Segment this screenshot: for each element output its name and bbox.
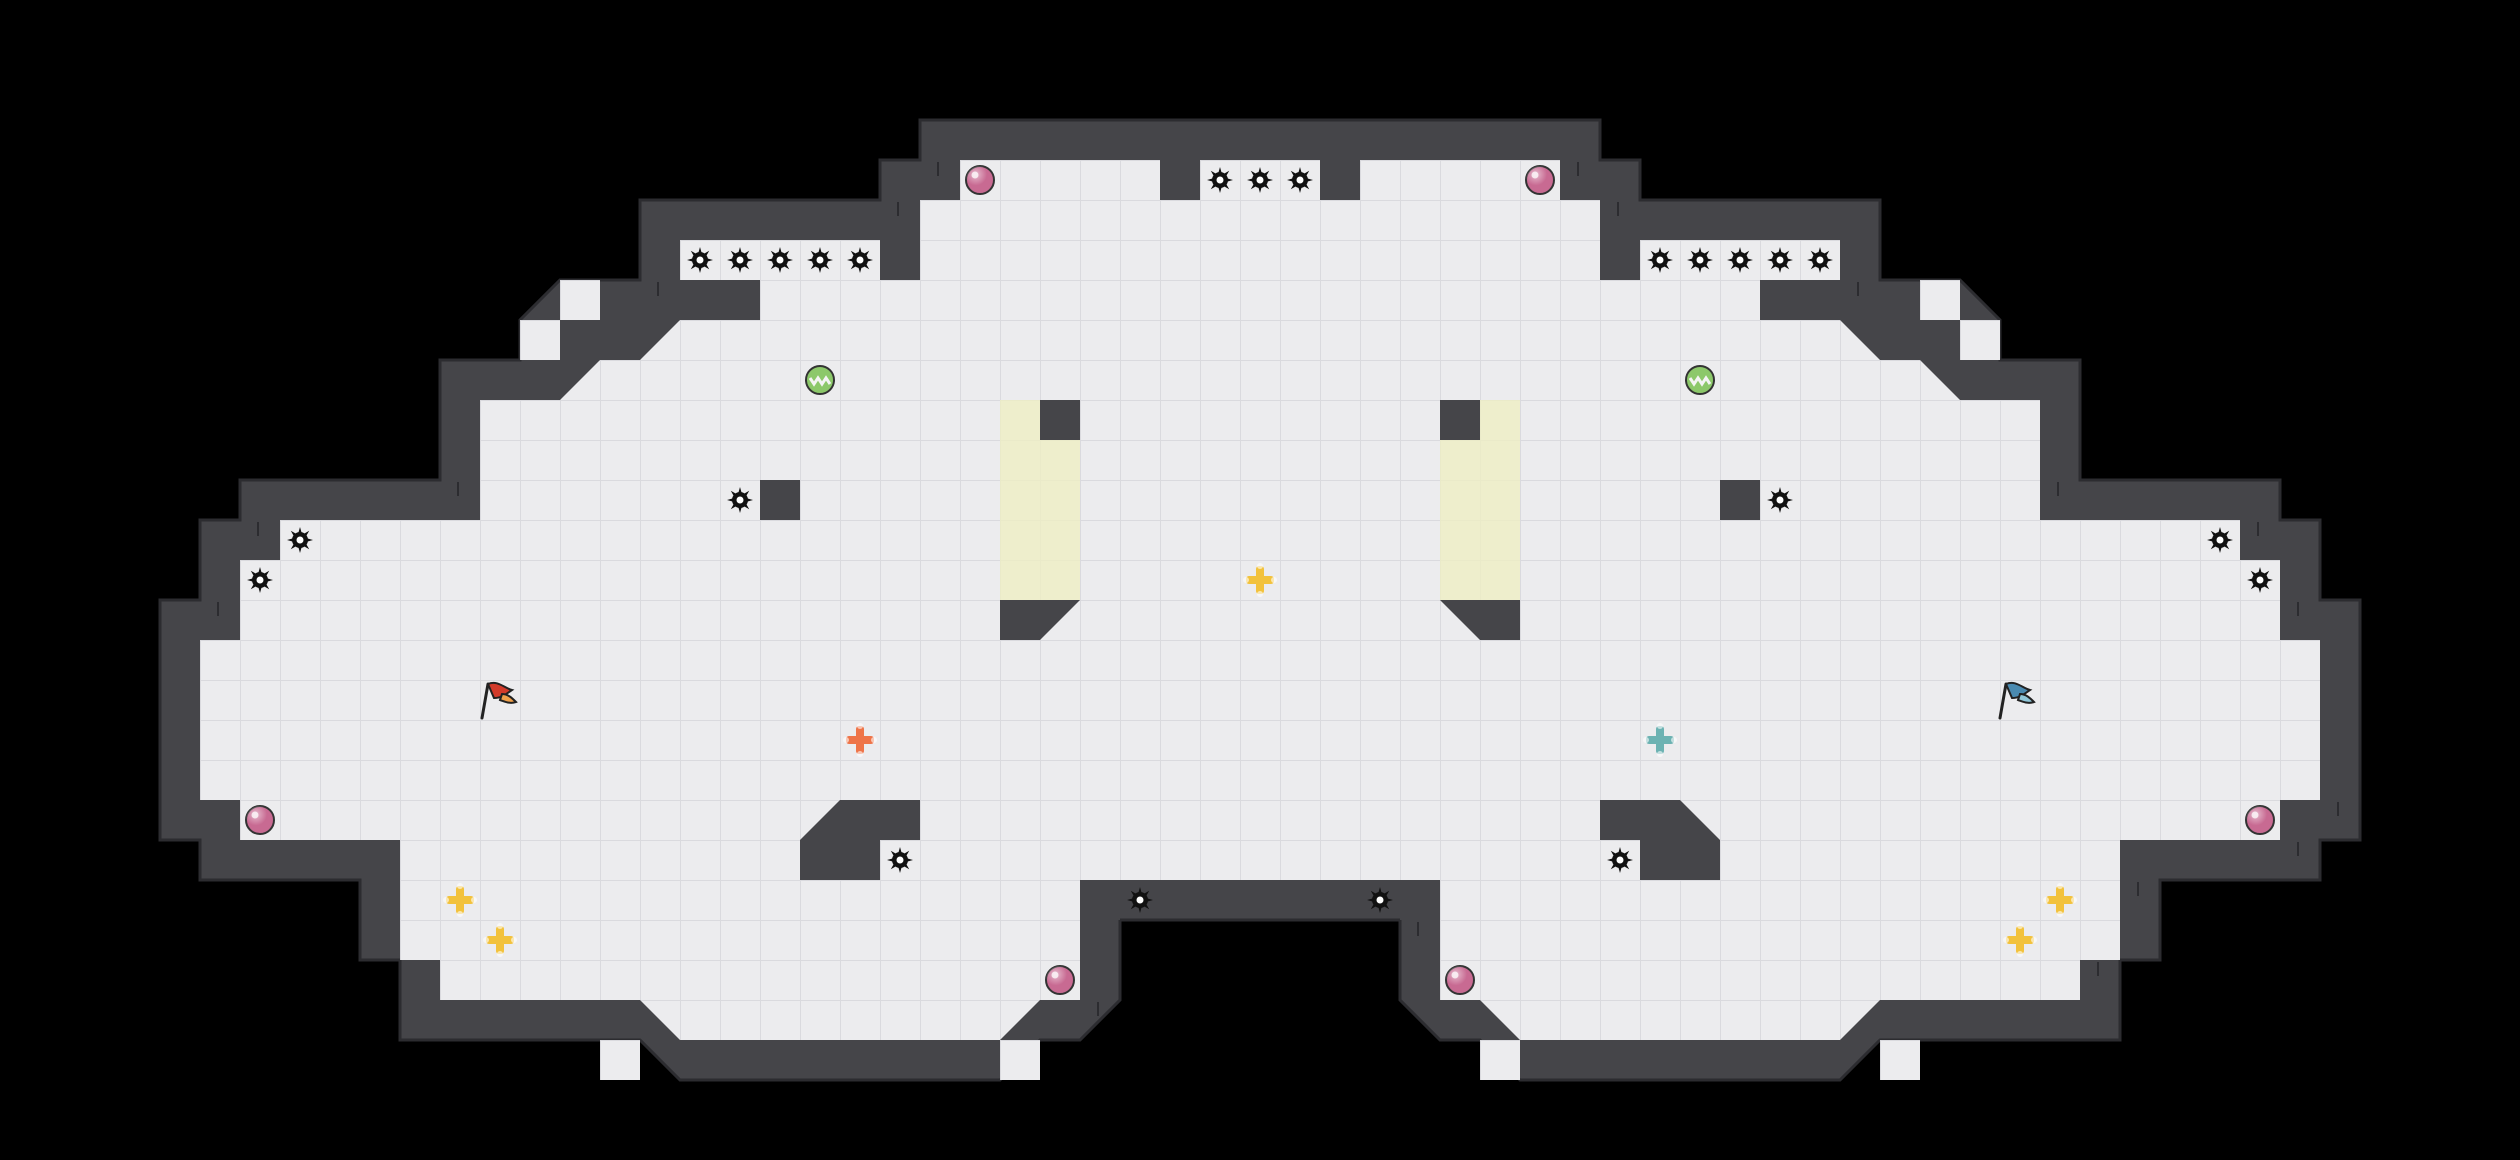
- pink-orb-icon[interactable]: [965, 165, 995, 195]
- wall-alcoves: [240, 160, 2280, 600]
- spike-mine-icon: [2207, 527, 2233, 553]
- arena-floor-notch: [1920, 280, 1960, 320]
- yellow-plus-icon[interactable]: [2003, 923, 2037, 957]
- spike-mine-icon: [727, 487, 753, 513]
- arena-floor-notch: [560, 280, 600, 320]
- yellow-plus-icon[interactable]: [483, 923, 517, 957]
- spike-mine-icon: [1367, 887, 1393, 913]
- arena-floor-notch: [600, 1040, 640, 1080]
- pink-orb-icon[interactable]: [1445, 965, 1475, 995]
- highlight-zones: [1000, 400, 1520, 600]
- wall-edges: [217, 162, 2339, 1016]
- spike-mine-icon: [887, 847, 913, 873]
- spike-mine-icon: [807, 247, 833, 273]
- green-orb-icon[interactable]: [805, 365, 835, 395]
- pink-orb-icon[interactable]: [245, 805, 275, 835]
- mines-layer: [247, 167, 2273, 913]
- spike-mine-icon: [727, 247, 753, 273]
- spike-mine-icon: [1767, 487, 1793, 513]
- spike-mine-icon: [1247, 167, 1273, 193]
- orange-plus-icon[interactable]: [843, 723, 877, 757]
- spike-mine-icon: [687, 247, 713, 273]
- ramp-block: [1400, 880, 1440, 920]
- spike-mine-icon: [1687, 247, 1713, 273]
- spike-mine-icon: [247, 567, 273, 593]
- inner-obstacles: [760, 400, 1760, 920]
- blue-flag-icon: [1998, 681, 2036, 720]
- arena-floor: [200, 160, 2320, 1080]
- spike-mine-icon: [2247, 567, 2273, 593]
- pink-orb-icon[interactable]: [2245, 805, 2275, 835]
- blue-flag[interactable]: [1998, 681, 2036, 720]
- pillar-block: [760, 480, 800, 520]
- ramp-block: [1080, 880, 1120, 920]
- yellow-plus-icon[interactable]: [443, 883, 477, 917]
- teal-plus-icon[interactable]: [1643, 723, 1677, 757]
- spike-mine-icon: [287, 527, 313, 553]
- arena-floor-notch: [1480, 1040, 1520, 1080]
- arena-floor-notch: [1880, 1040, 1920, 1080]
- yellow-plus-icon[interactable]: [2043, 883, 2077, 917]
- yellow-plus-icon[interactable]: [1243, 563, 1277, 597]
- spike-mine-icon: [767, 247, 793, 273]
- spike-mine-icon: [1207, 167, 1233, 193]
- red-flag[interactable]: [480, 681, 518, 720]
- ramp-block: [1600, 800, 1720, 880]
- spike-mine-icon: [1807, 247, 1833, 273]
- pillar-block: [1440, 400, 1480, 440]
- arena-floor-notch: [1960, 320, 2000, 360]
- pickups-layer: [245, 165, 2275, 995]
- pillar-block: [1040, 400, 1080, 440]
- spike-mine-icon: [1127, 887, 1153, 913]
- spike-mine-icon: [1647, 247, 1673, 273]
- spike-mine-icon: [1767, 247, 1793, 273]
- ramp-block: [1440, 600, 1520, 640]
- spike-mine-icon: [847, 247, 873, 273]
- spike-mine-icon: [1287, 167, 1313, 193]
- arena-floor-notch: [1000, 1040, 1040, 1080]
- pink-orb-icon[interactable]: [1045, 965, 1075, 995]
- pink-orb-icon[interactable]: [1525, 165, 1555, 195]
- spike-mine-icon: [1727, 247, 1753, 273]
- red-flag-icon: [480, 681, 518, 720]
- pillar-block: [1720, 480, 1760, 520]
- spike-mine-icon: [1607, 847, 1633, 873]
- arena-floor-notch: [520, 320, 560, 360]
- ramp-block: [1000, 600, 1080, 640]
- arena-floor-main: [200, 160, 2320, 1040]
- ramp-block: [800, 800, 920, 880]
- green-orb-icon[interactable]: [1685, 365, 1715, 395]
